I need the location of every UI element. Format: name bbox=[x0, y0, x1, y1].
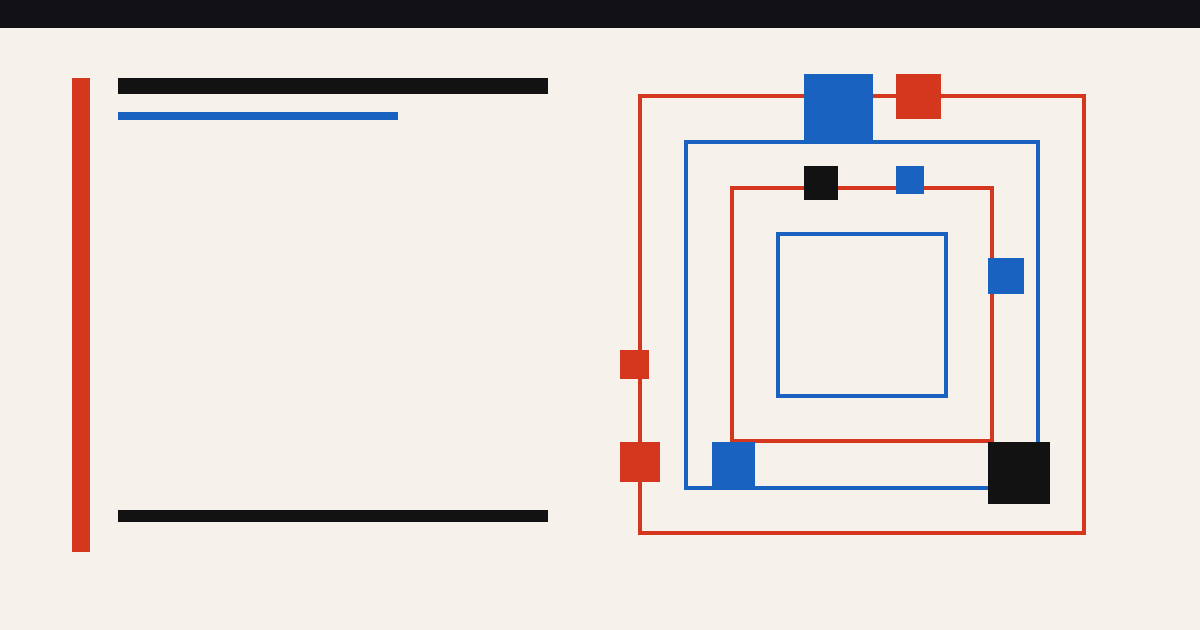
blue-block-bottom bbox=[712, 442, 755, 488]
red-block-top bbox=[896, 74, 941, 119]
outer-blue-frame bbox=[684, 140, 1040, 490]
inner-blue-frame bbox=[776, 232, 948, 398]
footer-placeholder-bar bbox=[118, 510, 548, 522]
blue-block-right bbox=[988, 258, 1024, 294]
blue-block-top bbox=[804, 74, 873, 142]
subheading-placeholder-bar bbox=[118, 112, 398, 120]
inner-red-frame bbox=[730, 186, 994, 443]
black-block-small bbox=[804, 166, 838, 200]
top-band bbox=[0, 0, 1200, 28]
red-block-left bbox=[620, 442, 660, 482]
black-block-bottom bbox=[988, 442, 1050, 504]
blue-block-small bbox=[896, 166, 924, 194]
red-block-left-small bbox=[620, 350, 649, 379]
heading-placeholder-bar bbox=[118, 78, 548, 94]
left-accent-bar bbox=[72, 78, 90, 552]
